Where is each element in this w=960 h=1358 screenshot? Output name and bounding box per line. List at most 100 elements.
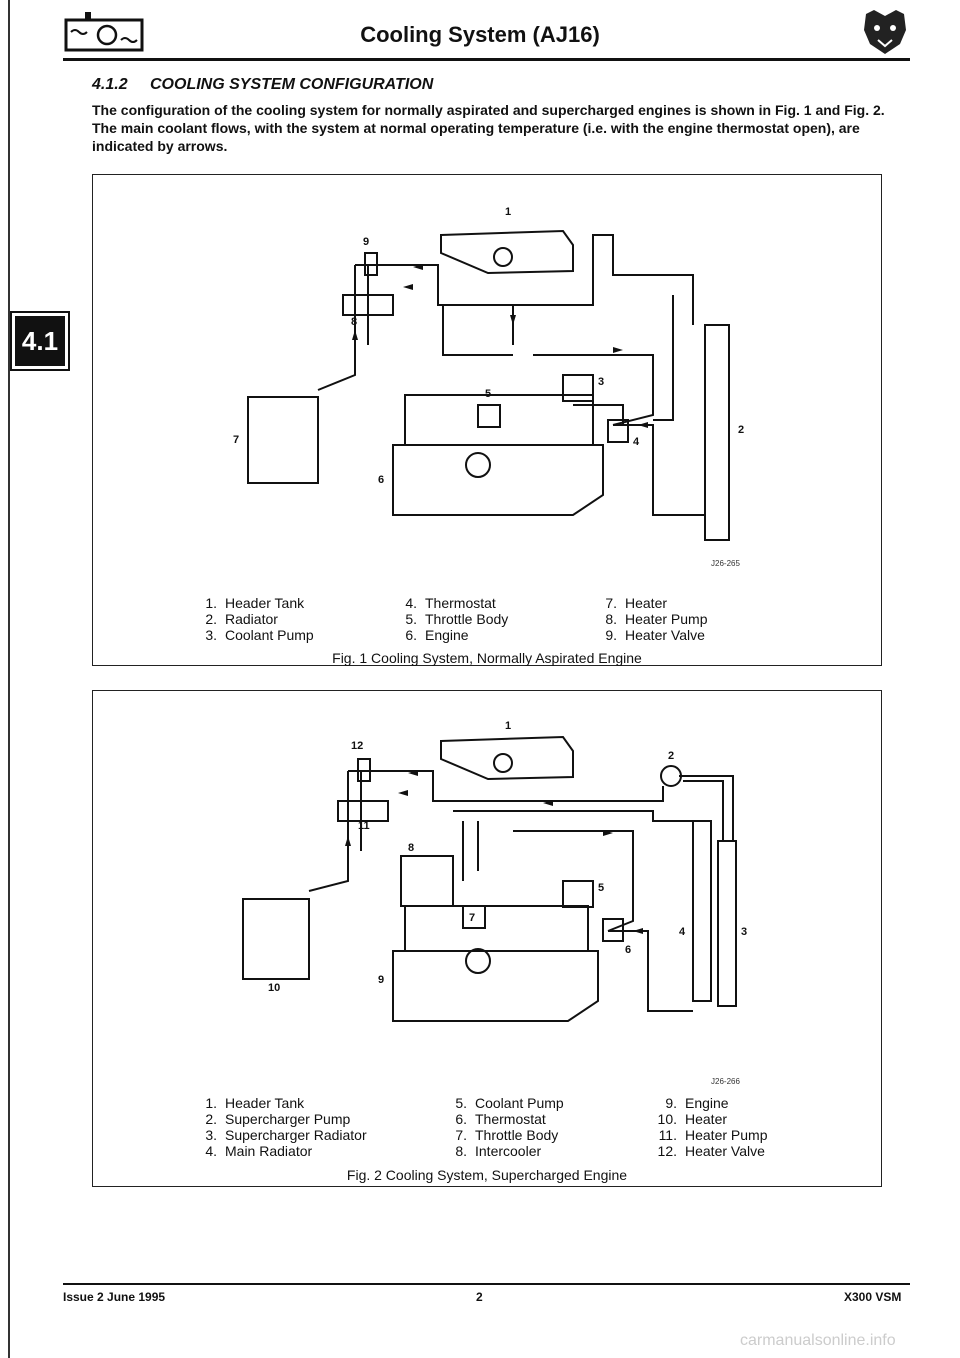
legend-label: Supercharger Pump [225, 1111, 351, 1127]
legend-item: 8. Heater Pump [593, 611, 707, 627]
legend-item: 7.Throttle Body [443, 1127, 558, 1143]
fig1-callout-8: 8 [351, 316, 357, 328]
legend-number: 2. [205, 611, 217, 627]
legend-label: Heater Pump [685, 1127, 768, 1143]
fig1-callout-6: 6 [378, 474, 384, 486]
figure-1-diagram: 1 2 3 4 5 6 7 8 9 [233, 206, 744, 541]
legend-number: 4. [205, 1143, 217, 1159]
legend-item: 10. Heater [653, 1111, 728, 1127]
fig2-callout-4: 4 [679, 926, 686, 938]
legend-label: Radiator [225, 611, 278, 627]
fig1-callout-1: 1 [505, 206, 511, 218]
legend-item: 11. Heater Pump [653, 1127, 768, 1143]
legend-number: 11. [658, 1127, 677, 1143]
legend-label: Thermostat [475, 1111, 546, 1127]
main-radiator-shape [692, 820, 712, 1002]
legend-number: 5. [455, 1095, 467, 1111]
legend-item: 6. Thermostat [443, 1111, 546, 1127]
legend-number: 12. [657, 1143, 677, 1159]
fig1-callout-5: 5 [485, 388, 491, 400]
watermark: carmanualsonline.info [740, 1332, 896, 1349]
legend-label: Heater Valve [685, 1143, 765, 1159]
footer-page-number: 2 [476, 1290, 483, 1304]
figure-2-ref: J26-266 [711, 1077, 740, 1086]
fig1-callout-7: 7 [233, 434, 239, 446]
fig2-callout-2: 2 [668, 750, 674, 762]
binding-edge-line [8, 0, 10, 1358]
engine-shape [392, 950, 599, 1022]
section-tab: 4.1 [12, 313, 68, 369]
supercharger-radiator-shape [717, 840, 737, 1007]
section-number: 4.1.2 [92, 76, 128, 93]
header-rule [63, 58, 910, 61]
footer-rule [63, 1283, 910, 1285]
legend-number: 8. [455, 1143, 467, 1159]
legend-number: 1. [205, 595, 217, 611]
jaguar-logo-icon [864, 10, 906, 54]
legend-item: 3. Coolant Pump [193, 627, 314, 643]
legend-number: 3. [205, 1127, 217, 1143]
supercharger-pump-shape [660, 765, 682, 787]
legend-label: Intercooler [475, 1143, 542, 1159]
fig2-callout-3: 3 [741, 926, 747, 938]
legend-item: 2. Supercharger Pump [193, 1111, 350, 1127]
legend-item: 1. Header Tank [193, 595, 304, 611]
legend-number: 9. [605, 627, 617, 643]
legend-item: 4.Thermostat [393, 595, 496, 611]
fig2-callout-1: 1 [505, 720, 511, 732]
section-title: COOLING SYSTEM CONFIGURATION [150, 76, 434, 93]
legend-item: 5.Throttle Body [393, 611, 508, 627]
fig1-callout-3: 3 [598, 376, 604, 388]
legend-item: 9.Engine [653, 1095, 728, 1111]
legend-item: 12. Heater Valve [653, 1143, 765, 1159]
header-tank-shape [440, 229, 574, 275]
fig2-callout-8: 8 [408, 842, 414, 854]
legend-number: 4. [405, 595, 417, 611]
legend-label: Throttle Body [475, 1127, 559, 1143]
legend-number: 3. [205, 627, 217, 643]
fig1-callout-2: 2 [738, 424, 744, 436]
legend-number: 8. [605, 611, 617, 627]
legend-label: Heater Pump [625, 611, 708, 627]
heater-shape [242, 898, 310, 980]
figure-2: 1 2 3 4 5 6 7 8 9 10 11 12 J26-266 1.Hea… [92, 690, 882, 1187]
heater-shape [247, 396, 319, 484]
legend-number: 2. [205, 1111, 217, 1127]
legend-label: Header Tank [225, 595, 305, 611]
fig1-callout-9: 9 [363, 236, 369, 248]
legend-label: Header Tank [225, 1095, 305, 1111]
legend-label: Heater [685, 1111, 728, 1127]
intercooler-shape [400, 855, 454, 907]
legend-item: 9. Heater Valve [593, 627, 705, 643]
legend-item: 4.Main Radiator [193, 1143, 312, 1159]
legend-number: 7. [605, 595, 617, 611]
fig2-callout-5: 5 [598, 882, 604, 894]
header-tank-shape [440, 735, 574, 781]
engine-shape [392, 444, 604, 516]
fig2-callout-9: 9 [378, 974, 384, 986]
legend-label: Supercharger Radiator [225, 1127, 367, 1143]
legend-item: 5. Coolant Pump [443, 1095, 564, 1111]
legend-number: 6. [405, 627, 417, 643]
legend-label: Engine [425, 627, 469, 643]
legend-item: 6. Engine [393, 627, 469, 643]
fig2-callout-7: 7 [469, 912, 475, 924]
legend-label: Heater Valve [625, 627, 705, 643]
legend-number: 1. [205, 1095, 217, 1111]
footer-manual-code: X300 VSM [844, 1290, 902, 1304]
radiator-shape [704, 324, 730, 541]
legend-item: 1. Header Tank [193, 1095, 304, 1111]
page-title: Cooling System (AJ16) [360, 22, 600, 47]
legend-label: Coolant Pump [475, 1095, 564, 1111]
figure-2-caption: Fig. 2 Cooling System, Supercharged Engi… [346, 1167, 628, 1183]
figure-2-diagram: 1 2 3 4 5 6 7 8 9 10 11 12 [242, 720, 747, 1022]
fig2-callout-10: 10 [268, 982, 280, 994]
legend-label: Throttle Body [425, 611, 509, 627]
legend-number: 10. [657, 1111, 677, 1127]
fig1-callout-4: 4 [633, 436, 640, 448]
legend-label: Coolant Pump [225, 627, 314, 643]
legend-number: 6. [455, 1111, 467, 1127]
fig2-callout-12: 12 [351, 740, 363, 752]
legend-label: Heater [625, 595, 668, 611]
intro-paragraph: The configuration of the cooling system … [92, 102, 885, 154]
